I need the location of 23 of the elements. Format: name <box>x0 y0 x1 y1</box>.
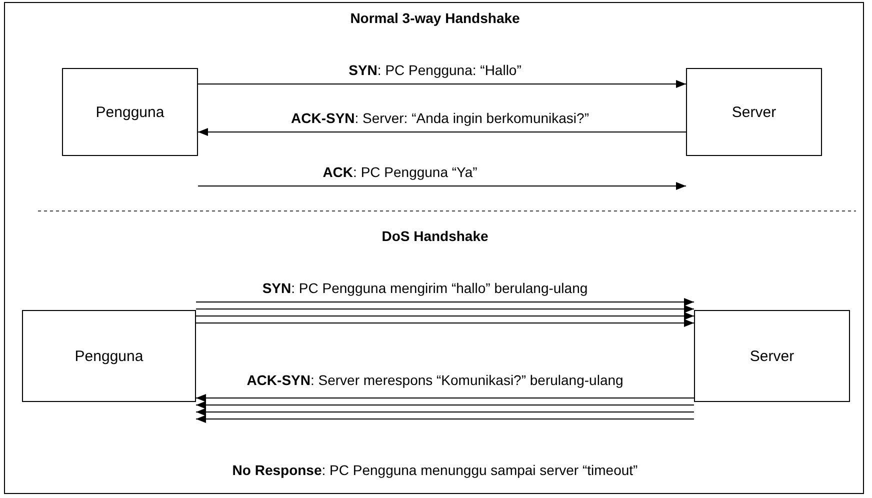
edge-label: ACK: PC Pengguna “Ya” <box>320 164 480 181</box>
edge-label: SYN: PC Pengguna: “Hallo” <box>346 62 524 79</box>
participant-box: Pengguna <box>62 68 198 156</box>
participant-box: Server <box>694 310 850 402</box>
arrow <box>196 305 694 313</box>
arrow <box>196 408 694 416</box>
participant-box: Pengguna <box>22 310 196 402</box>
arrow <box>196 312 694 320</box>
edge-label: ACK-SYN: Server: “Anda ingin berkomunikasi?” <box>289 110 591 127</box>
section-heading: Normal 3-way Handshake <box>350 10 520 27</box>
section-heading: DoS Handshake <box>382 228 488 245</box>
arrow <box>196 415 694 423</box>
participant-box: Server <box>686 68 822 156</box>
arrow <box>198 128 686 136</box>
note-text: No Response: PC Pengguna menunggu sampai server “timeout” <box>232 462 638 479</box>
arrow <box>196 401 694 409</box>
arrow <box>198 182 686 190</box>
edge-label: ACK-SYN: Server merespons “Komunikasi?” berulang-ulang <box>244 372 626 389</box>
arrow <box>196 319 694 327</box>
arrow <box>196 394 694 402</box>
edge-label: SYN: PC Pengguna mengirim “hallo” berulang-ulang <box>260 280 590 297</box>
arrow <box>198 80 686 88</box>
arrow <box>196 298 694 306</box>
